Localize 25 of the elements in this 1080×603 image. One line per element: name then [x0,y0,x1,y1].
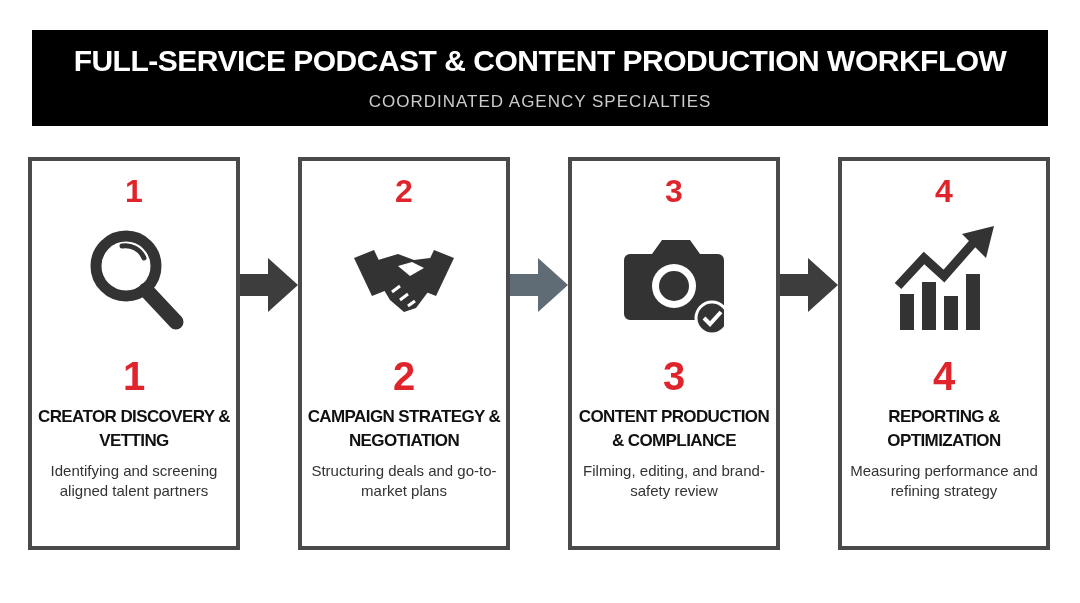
step-number: 4 [935,173,953,210]
step-heading: CREATOR DISCOVERY & VETTING [37,406,231,452]
step-number: 3 [665,173,683,210]
arrow [780,258,838,312]
step-card [298,157,510,550]
step-heading: CONTENT PRODUCTION & COMPLIANCE [577,406,771,452]
step-description: Measuring performance and refining strategy [849,461,1039,501]
step-number: 3 [662,354,686,399]
step-number: 1 [125,173,143,210]
step-heading: REPORTING & OPTIMIZATION [886,406,1002,452]
step-number: 4 [932,354,956,399]
subtitle: COORDINATED AGENCY SPECIALTIES [367,92,713,112]
step-card [28,157,240,550]
step-number: 2 [395,173,413,210]
step-card [838,157,1050,550]
step-description: Structuring deals and go-to-market plans [310,461,498,501]
title: FULL-SERVICE PODCAST & CONTENT PRODUCTION WORKFLOW [72,44,1008,78]
step-number: 1 [122,354,146,399]
step-heading: CAMPAIGN STRATEGY & NEGOTIATION [306,406,502,452]
arrow [510,258,568,312]
step-description: Identifying and screening aligned talent partners [49,461,219,501]
step-card [568,157,780,550]
step-description: Filming, editing, and brand-safety review [582,461,766,501]
arrow [240,258,298,312]
step-number: 2 [392,354,416,399]
